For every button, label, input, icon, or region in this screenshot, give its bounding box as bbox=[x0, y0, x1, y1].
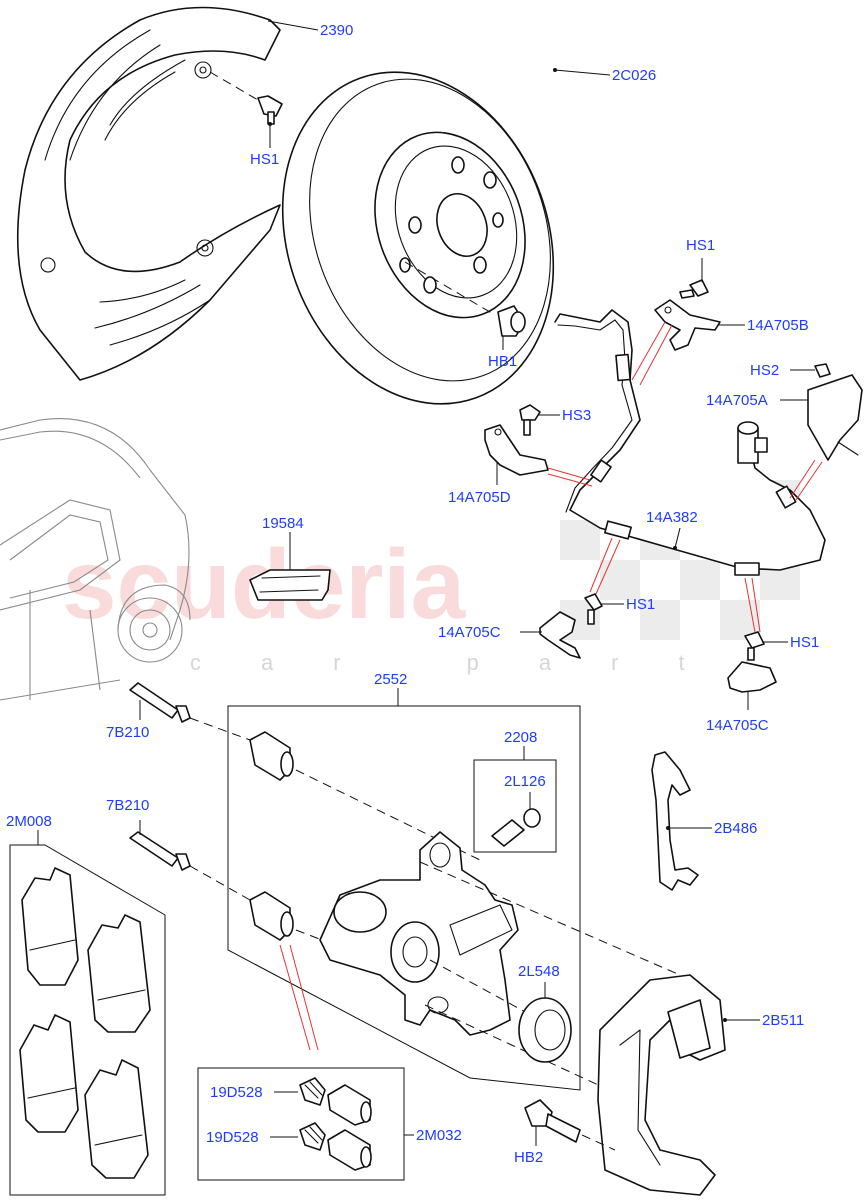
label-14a705c-left: 14A705C bbox=[438, 624, 501, 641]
label-hs1-shield-bolt: HS1 bbox=[250, 151, 279, 168]
brake-pad-1 bbox=[21, 867, 79, 986]
brake-pad-2 bbox=[87, 914, 151, 1033]
label-hb1: HB1 bbox=[488, 353, 517, 370]
label-2390: 2390 bbox=[320, 22, 353, 39]
brake-disc bbox=[281, 71, 555, 405]
bleed-screw-box bbox=[473, 759, 557, 853]
label-2m032: 2M032 bbox=[416, 1127, 462, 1144]
bleed-screw bbox=[491, 808, 541, 847]
label-14a705a: 14A705A bbox=[706, 392, 768, 409]
bushing-kit-items bbox=[299, 1077, 372, 1171]
bracket-14a705d bbox=[484, 424, 549, 476]
caliper-carrier bbox=[597, 974, 726, 1196]
caliper-bushing-upper bbox=[249, 731, 294, 781]
bolt-hs1-clip-c1 bbox=[584, 593, 603, 625]
guide-pin-lower bbox=[129, 831, 191, 871]
bracket-14a705a bbox=[807, 374, 863, 461]
brake-pad-3 bbox=[19, 1014, 79, 1133]
brake-caliper bbox=[319, 831, 519, 1036]
bolt-hs2 bbox=[814, 363, 831, 378]
label-7b210-lower: 7B210 bbox=[106, 797, 149, 814]
car-outline bbox=[0, 418, 191, 701]
label-19d528-lower: 19D528 bbox=[206, 1129, 259, 1146]
label-2208: 2208 bbox=[504, 729, 537, 746]
label-2552: 2552 bbox=[374, 671, 407, 688]
bracket-14a705b bbox=[654, 299, 721, 351]
brake-pads-box bbox=[9, 844, 166, 1196]
piston-seal bbox=[518, 997, 572, 1063]
hex-bolt-hs1-shield bbox=[257, 95, 283, 125]
carrier-bolt-hb2 bbox=[524, 1099, 581, 1143]
label-2b486: 2B486 bbox=[714, 820, 757, 837]
anti-rattle-spring bbox=[651, 751, 699, 891]
brake-hose-sensor-wire bbox=[554, 309, 826, 576]
bushing-kit-box bbox=[197, 1067, 405, 1181]
label-2l126: 2L126 bbox=[504, 773, 546, 790]
guide-pin-upper bbox=[129, 682, 191, 723]
bracket-14a705c-left bbox=[539, 611, 581, 659]
watermark-tagline: car parts bbox=[190, 650, 816, 675]
caliper-assembly-box bbox=[227, 705, 581, 1091]
label-hs1-clip-c1: HS1 bbox=[626, 596, 655, 613]
bracket-14a705c-right bbox=[727, 661, 777, 693]
label-2m008: 2M008 bbox=[6, 813, 52, 830]
label-19584: 19584 bbox=[262, 515, 304, 532]
label-19d528-upper: 19D528 bbox=[210, 1084, 263, 1101]
label-hs3: HS3 bbox=[562, 407, 591, 424]
label-2c026: 2C026 bbox=[612, 67, 656, 84]
label-hs2: HS2 bbox=[750, 362, 779, 379]
label-hb2: HB2 bbox=[514, 1149, 543, 1166]
bolt-hs3 bbox=[519, 404, 541, 436]
brake-pad-4 bbox=[84, 1059, 149, 1179]
label-2l548: 2L548 bbox=[518, 963, 560, 980]
label-7b210-upper: 7B210 bbox=[106, 724, 149, 741]
label-2b511: 2B511 bbox=[762, 1012, 804, 1029]
caliper-bushing-lower bbox=[249, 891, 294, 941]
label-14a705c-right: 14A705C bbox=[706, 717, 769, 734]
hub-bolt-hb1 bbox=[497, 305, 526, 337]
label-14a382: 14A382 bbox=[646, 509, 698, 526]
bolt-hs1-clip-c2 bbox=[744, 631, 765, 661]
dust-shield bbox=[16, 6, 281, 381]
label-hs1-clip-c2: HS1 bbox=[790, 634, 819, 651]
label-hs1-bracket-b: HS1 bbox=[686, 237, 715, 254]
label-14a705d: 14A705D bbox=[448, 489, 511, 506]
bolt-hs1-bracket-b bbox=[679, 279, 709, 299]
label-14a705b: 14A705B bbox=[747, 317, 809, 334]
grease-sachet bbox=[249, 569, 331, 601]
